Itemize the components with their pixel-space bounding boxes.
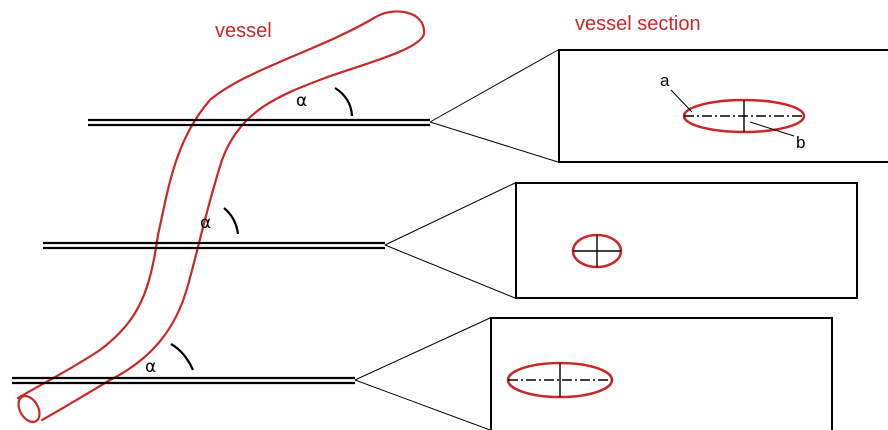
projection-line (384, 244, 516, 299)
vessel-top-end (372, 10, 426, 36)
vessel-tube (16, 10, 426, 424)
plane-bottom (12, 317, 833, 430)
section-box-bottom (490, 317, 833, 430)
section-ellipse-top (670, 89, 806, 137)
vessel-outline-right (40, 32, 426, 422)
projection-line (429, 49, 559, 123)
angle-label-middle: α (200, 213, 211, 233)
projection-line (354, 379, 491, 430)
vessel-outline-left (16, 16, 376, 400)
vessel-title: vessel (215, 20, 272, 42)
section-box-middle (515, 182, 858, 299)
plane-middle (43, 182, 858, 299)
plane-top (88, 49, 888, 163)
axis-b-leader (749, 121, 795, 137)
section-box-top (558, 49, 888, 163)
projection-line (354, 317, 491, 381)
vessel-bottom-end (17, 394, 41, 424)
projection-line (384, 182, 516, 246)
axis-a-leader (670, 89, 693, 113)
section-ellipse-bottom (506, 361, 614, 399)
section-ellipse-middle (571, 233, 623, 269)
axis-a-label: a (660, 71, 670, 90)
vessel-section-title: vessel section (575, 13, 701, 35)
angle-label-top: α (296, 91, 307, 111)
axis-b-label: b (796, 133, 805, 152)
angle-arc (223, 207, 240, 235)
projection-line (429, 121, 559, 163)
angle-label-bottom: α (145, 357, 156, 377)
angle-arc (170, 343, 195, 371)
angle-arc (334, 87, 354, 117)
